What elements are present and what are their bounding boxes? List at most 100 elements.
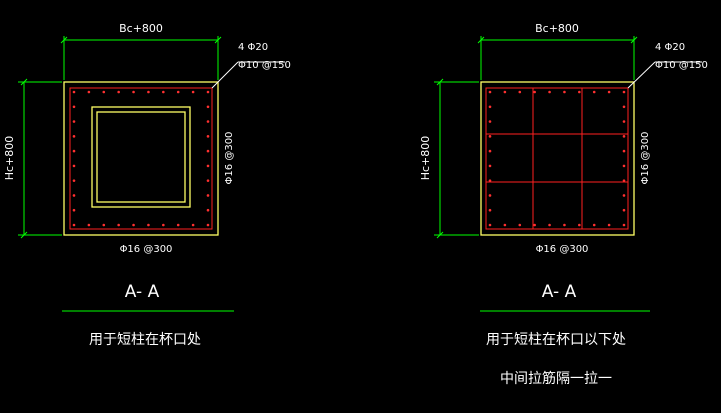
rebar-dot <box>206 135 210 138</box>
rebar-dot <box>72 90 76 94</box>
rebar-dot <box>578 223 581 227</box>
right-section-label: A- A <box>542 282 577 302</box>
rebar-dot <box>206 149 210 153</box>
left-stirrup <box>69 87 213 230</box>
rebar-dot <box>503 223 507 227</box>
rebar-dot <box>162 90 165 94</box>
rebar-dot <box>622 179 626 182</box>
right-leader <box>627 61 702 89</box>
rebar-dot <box>87 90 91 94</box>
rebar-dot <box>488 164 492 168</box>
rebar-dot <box>488 194 492 197</box>
rebar-dot <box>548 223 551 227</box>
rebar-dot <box>132 90 135 94</box>
rebar-dot <box>72 223 76 227</box>
rebar-dot <box>622 208 626 212</box>
rebar-dot <box>622 135 626 138</box>
left-top-dimension <box>60 36 222 80</box>
right-column-outline <box>480 81 635 236</box>
rebar-dot <box>533 90 536 94</box>
rebar-dot <box>488 179 492 182</box>
rebar-dot <box>622 164 626 168</box>
rebar-dot <box>488 90 492 94</box>
rebar-dot <box>488 223 492 227</box>
rebar-dot <box>206 105 210 109</box>
rebar-dot <box>206 120 210 123</box>
rebar-dot <box>622 120 626 123</box>
rebar-dot <box>117 223 120 227</box>
rebar-dot <box>206 164 210 168</box>
right-rebar-dots <box>488 90 626 227</box>
left-cup-opening-inner <box>96 111 186 203</box>
rebar-dot <box>102 223 106 227</box>
rebar-dot <box>176 90 180 94</box>
rebar-dot <box>147 223 150 227</box>
rebar-dot <box>622 90 626 94</box>
right-bottom-bar-label: Φ16 @300 <box>536 244 589 255</box>
rebar-dot <box>72 120 76 123</box>
rebar-dot <box>548 90 551 94</box>
right-right-bar-label: Φ16 @300 <box>640 132 651 185</box>
left-caption: 用于短柱在杯口处 <box>89 332 201 348</box>
left-column-outline <box>63 81 219 236</box>
rebar-dot <box>117 90 120 94</box>
right-top-dimension <box>477 36 638 80</box>
right-caption-line1: 用于短柱在杯口以下处 <box>486 332 626 348</box>
rebar-dot <box>132 223 135 227</box>
left-bottom-bar-label: Φ16 @300 <box>120 244 173 255</box>
rebar-dot <box>206 90 210 94</box>
left-leader <box>211 61 285 89</box>
left-cup-opening-outer <box>91 106 191 208</box>
rebar-dot <box>72 105 76 109</box>
rebar-dot <box>72 135 76 138</box>
rebar-dot <box>206 194 210 197</box>
rebar-dot <box>592 223 596 227</box>
rebar-dot <box>102 90 106 94</box>
rebar-dot <box>488 105 492 109</box>
rebar-dot <box>206 179 210 182</box>
rebar-dot <box>191 90 195 94</box>
left-rebar-dots <box>72 90 210 227</box>
right-dim-side-label: Hc+800 <box>419 136 432 181</box>
rebar-dot <box>503 90 507 94</box>
right-section: Bc+800 Hc+800 4 Φ20 Φ10 @150 Φ16 @300 Φ1… <box>419 22 708 387</box>
rebar-dot <box>563 90 566 94</box>
rebar-dot <box>578 90 581 94</box>
left-section-label: A- A <box>125 282 160 302</box>
rebar-dot <box>533 223 536 227</box>
right-stirrup <box>485 87 629 230</box>
rebar-dot <box>191 223 195 227</box>
rebar-dot <box>488 135 492 138</box>
right-main-bar-label: 4 Φ20 <box>655 42 685 53</box>
rebar-dot <box>622 105 626 109</box>
left-right-bar-label: Φ16 @300 <box>224 132 235 185</box>
rebar-dot <box>607 223 611 227</box>
rebar-dot <box>622 194 626 197</box>
right-stirrup-label: Φ10 @150 <box>655 60 708 71</box>
rebar-dot <box>206 208 210 212</box>
left-dim-top-label: Bc+800 <box>119 22 163 35</box>
right-caption-line2: 中间拉筋隔一拉一 <box>500 370 612 387</box>
right-tie-grid <box>486 88 628 229</box>
rebar-dot <box>162 223 165 227</box>
rebar-dot <box>72 194 76 197</box>
rebar-dot <box>563 223 566 227</box>
left-side-dimension <box>18 78 62 239</box>
right-side-dimension <box>434 78 479 239</box>
rebar-dot <box>488 208 492 212</box>
rebar-dot <box>72 164 76 168</box>
rebar-dot <box>518 90 522 94</box>
rebar-dot <box>518 223 522 227</box>
rebar-dot <box>147 90 150 94</box>
rebar-dot <box>87 223 91 227</box>
rebar-dot <box>622 149 626 153</box>
rebar-dot <box>592 90 596 94</box>
rebar-dot <box>72 179 76 182</box>
left-main-bar-label: 4 Φ20 <box>238 42 268 53</box>
rebar-dot <box>607 90 611 94</box>
rebar-dot <box>622 223 626 227</box>
rebar-dot <box>72 208 76 212</box>
rebar-dot <box>72 149 76 153</box>
right-dim-top-label: Bc+800 <box>535 22 579 35</box>
